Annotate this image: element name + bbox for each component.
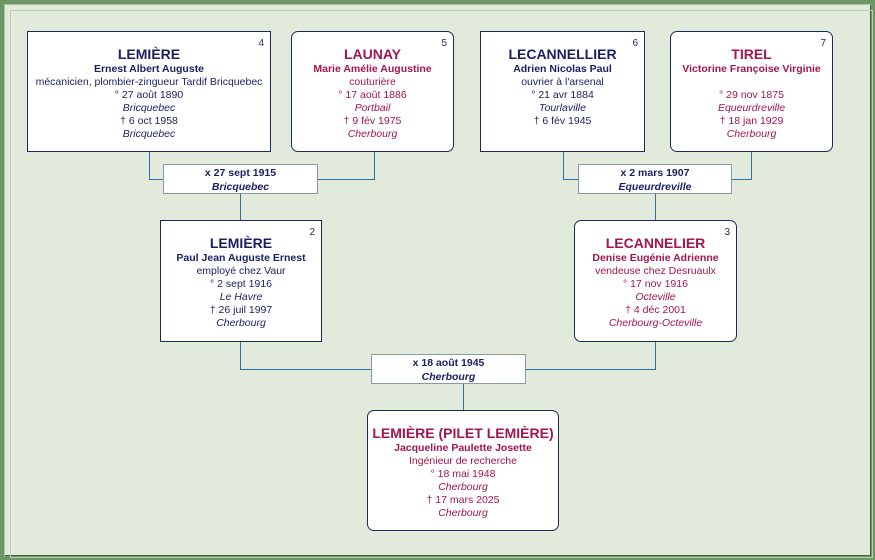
- birth-place: Octeville: [635, 291, 676, 303]
- person-box-1[interactable]: LEMIÈRE (PILET LEMIÈRE) Jacqueline Paule…: [367, 410, 559, 531]
- marriage-box-2-3: x 18 août 1945 Cherbourg: [371, 354, 526, 384]
- given-names: Marie Amélie Augustine: [313, 63, 432, 75]
- surname: LEMIÈRE (PILET LEMIÈRE): [372, 425, 554, 441]
- birth-date: ° 27 août 1890: [114, 89, 184, 101]
- surname: LECANNELLIER: [508, 46, 617, 62]
- death-date: † 26 juil 1997: [209, 304, 273, 316]
- person-box-5[interactable]: 5 LAUNAY Marie Amélie Augustine couturiè…: [291, 31, 454, 152]
- person-box-3[interactable]: 3 LECANNELIER Denise Eugénie Adrienne ve…: [574, 220, 737, 342]
- person-box-7[interactable]: 7 TIREL Victorine Françoise Virginie ° 2…: [670, 31, 833, 152]
- death-place: Cherbourg: [216, 317, 266, 329]
- marriage-place: Cherbourg: [421, 371, 476, 383]
- death-date: † 6 fév 1945: [533, 115, 592, 127]
- death-date: † 9 fév 1975: [343, 115, 402, 127]
- death-place: Bricquebec: [122, 128, 176, 140]
- given-names: Victorine Françoise Virginie: [682, 63, 821, 75]
- occupation: employé chez Vaur: [196, 265, 286, 277]
- death-place: Cherbourg: [438, 507, 488, 519]
- death-place: Cherbourg: [347, 128, 398, 140]
- birth-place: Cherbourg: [438, 481, 488, 493]
- surname: LEMIÈRE: [209, 235, 273, 251]
- birth-place: Portbail: [354, 102, 391, 114]
- death-place: Cherbourg-Octeville: [608, 317, 703, 329]
- given-names: Denise Eugénie Adrienne: [592, 252, 719, 264]
- marriage-place: Equeurdreville: [618, 181, 692, 193]
- sosa-number: 6: [632, 38, 638, 49]
- person-box-2[interactable]: 2 LEMIÈRE Paul Jean Auguste Ernest emplo…: [160, 220, 322, 342]
- person-box-4[interactable]: 4 LEMIÈRE Ernest Albert Auguste mécanici…: [27, 31, 271, 152]
- birth-place: Equeurdreville: [717, 102, 786, 114]
- birth-date: ° 21 avr 1884: [531, 89, 594, 101]
- birth-date: ° 29 nov 1875: [719, 89, 784, 101]
- marriage-box-6-7: x 2 mars 1907 Equeurdreville: [578, 164, 732, 194]
- tree-inner-border: [10, 10, 873, 558]
- surname: TIREL: [731, 46, 772, 62]
- person-box-6[interactable]: 6 LECANNELLIER Adrien Nicolas Paul ouvri…: [480, 31, 645, 152]
- death-date: † 18 jan 1929: [719, 115, 784, 127]
- birth-date: ° 17 nov 1916: [623, 278, 688, 290]
- birth-place: Tourlaville: [539, 102, 586, 114]
- birth-place: Le Havre: [219, 291, 263, 303]
- birth-place: Bricquebec: [122, 102, 176, 114]
- surname: LEMIÈRE: [117, 46, 181, 62]
- surname: LAUNAY: [343, 46, 402, 62]
- sosa-number: 4: [258, 38, 264, 49]
- given-names: Adrien Nicolas Paul: [513, 63, 612, 75]
- occupation: mécanicien, plombier-zingueur Tardif Bri…: [35, 76, 263, 88]
- death-date: † 6 oct 1958: [120, 115, 178, 127]
- marriage-box-4-5: x 27 sept 1915 Bricquebec: [163, 164, 318, 194]
- death-date: † 17 mars 2025: [426, 494, 500, 506]
- marriage-place: Bricquebec: [211, 181, 270, 193]
- given-names: Ernest Albert Auguste: [93, 63, 205, 75]
- death-place: Cherbourg: [726, 128, 777, 140]
- birth-date: ° 17 août 1886: [338, 89, 407, 101]
- sosa-number: 3: [724, 227, 730, 238]
- birth-date: ° 2 sept 1916: [210, 278, 272, 290]
- occupation: Ingénieur de recherche: [409, 455, 517, 467]
- given-names: Jacqueline Paulette Josette: [394, 442, 532, 454]
- occupation: ouvrier à l'arsenal: [521, 76, 604, 88]
- marriage-date: x 18 août 1945: [412, 357, 485, 369]
- given-names: Paul Jean Auguste Ernest: [176, 252, 306, 264]
- birth-date: ° 18 mai 1948: [430, 468, 496, 480]
- sosa-number: 7: [820, 38, 826, 49]
- occupation: vendeuse chez Desruaulx: [595, 265, 716, 277]
- sosa-number: 5: [441, 38, 447, 49]
- marriage-date: x 27 sept 1915: [204, 167, 277, 179]
- surname: LECANNELIER: [605, 235, 706, 251]
- death-date: † 4 déc 2001: [625, 304, 686, 316]
- occupation: couturière: [349, 76, 396, 88]
- marriage-date: x 2 mars 1907: [620, 167, 690, 179]
- sosa-number: 2: [309, 227, 315, 238]
